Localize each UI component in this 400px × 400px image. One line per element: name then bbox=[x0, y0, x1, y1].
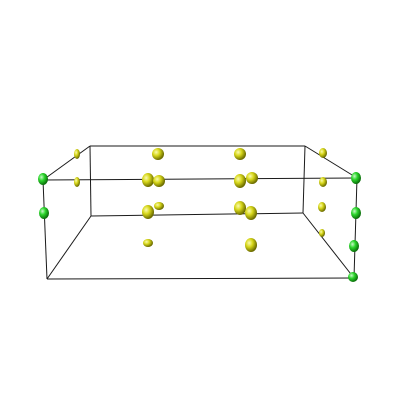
yellow-atom bbox=[74, 177, 80, 187]
yellow-atom bbox=[319, 229, 325, 237]
yellow-atom bbox=[245, 238, 257, 252]
yellow-atom bbox=[152, 148, 164, 160]
yellow-atom bbox=[319, 177, 327, 187]
yellow-atom bbox=[319, 148, 327, 158]
box-edge bbox=[353, 177, 358, 279]
yellow-atom bbox=[142, 205, 154, 219]
unit-cell-wireframe bbox=[42, 145, 358, 280]
green-atom bbox=[348, 272, 358, 282]
green-atom bbox=[39, 207, 49, 219]
yellow-atom bbox=[234, 148, 246, 160]
yellow-atom bbox=[154, 202, 164, 210]
green-atom bbox=[351, 172, 361, 184]
yellow-atom bbox=[234, 174, 246, 188]
box-edge bbox=[42, 179, 48, 280]
box-edge bbox=[46, 277, 355, 280]
green-atom bbox=[351, 207, 361, 219]
yellow-atom bbox=[153, 175, 165, 187]
yellow-atom bbox=[246, 172, 258, 184]
box-edge bbox=[302, 145, 306, 214]
box-edge bbox=[46, 215, 92, 280]
yellow-atom bbox=[318, 202, 326, 212]
atom-layer bbox=[38, 148, 361, 282]
green-atom bbox=[349, 240, 359, 252]
box-edge bbox=[89, 145, 92, 217]
yellow-atom bbox=[142, 173, 154, 187]
box-edge bbox=[42, 177, 358, 181]
yellow-atom bbox=[245, 206, 257, 220]
yellow-atom bbox=[234, 201, 246, 215]
yellow-atom bbox=[74, 149, 80, 159]
yellow-atom bbox=[143, 239, 153, 247]
box-edge bbox=[302, 212, 355, 279]
green-atom bbox=[38, 173, 48, 185]
box-edge bbox=[42, 145, 91, 181]
box-edge bbox=[304, 145, 358, 179]
box-edge bbox=[90, 212, 304, 217]
